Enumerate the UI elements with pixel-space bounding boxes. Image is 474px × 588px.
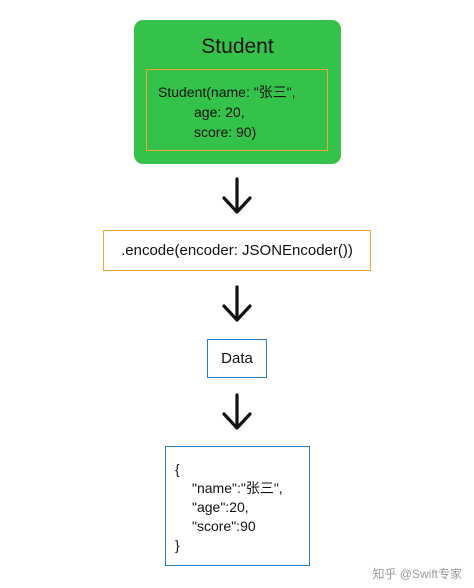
student-line-name: Student(name: "张三", (158, 84, 296, 100)
arrow-down-icon (221, 177, 253, 215)
json-close-brace: } (175, 537, 180, 553)
student-initializer-box: Student(name: "张三", age: 20, score: 90) (146, 69, 328, 151)
json-line-name: "name":"张三", (192, 480, 283, 496)
student-title: Student (201, 35, 274, 58)
json-output-node: { "name":"张三", "age":20, "score":90 } (165, 446, 310, 566)
json-line-age: "age":20, (192, 499, 249, 515)
json-line-score: "score":90 (192, 518, 256, 534)
encode-node: .encode(encoder: JSONEncoder()) (103, 230, 371, 271)
student-line-score: score: 90) (194, 124, 257, 140)
json-open-brace: { (175, 461, 180, 477)
arrow-down-icon (221, 393, 253, 431)
data-node: Data (207, 339, 267, 378)
arrow-down-icon (221, 285, 253, 323)
student-line-age: age: 20, (194, 104, 245, 120)
watermark: 知乎 @Swift专家 (372, 567, 462, 581)
student-node: Student Student(name: "张三", age: 20, sco… (134, 20, 341, 164)
